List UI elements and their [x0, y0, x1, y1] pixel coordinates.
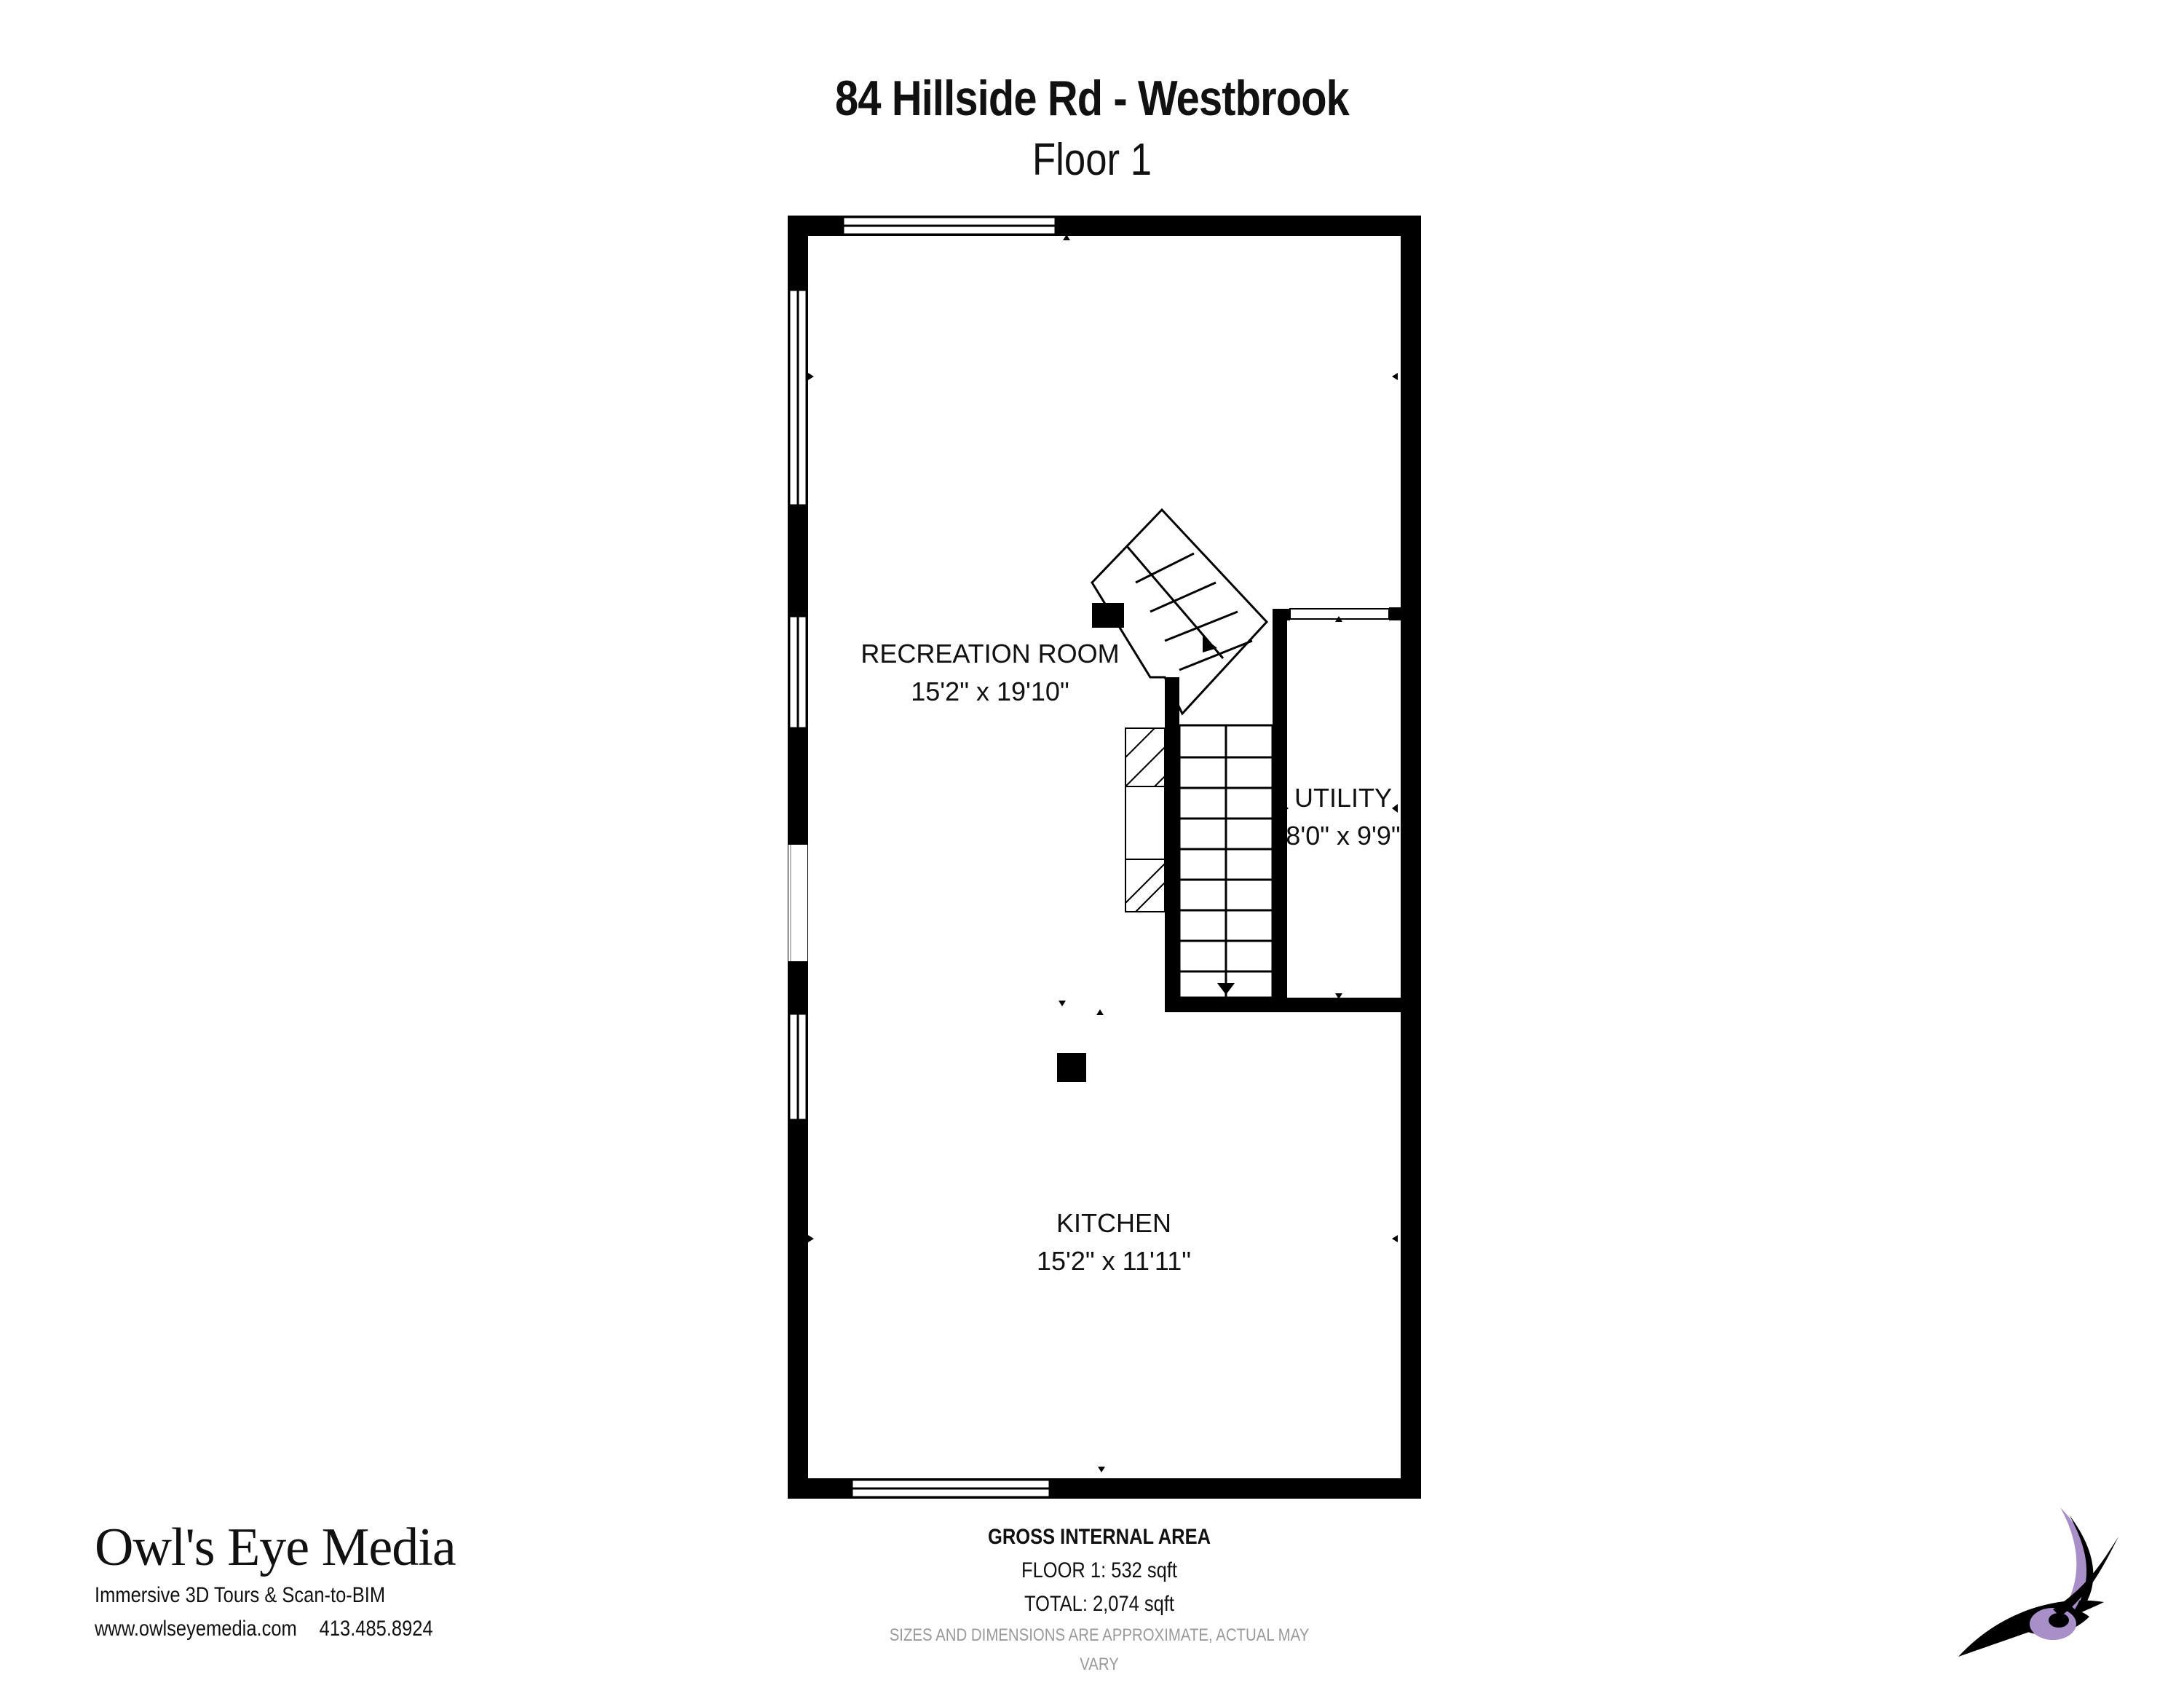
- area-heading: GROSS INTERNAL AREA: [987, 1525, 1211, 1549]
- brand-name: Owl's Eye Media: [95, 1518, 456, 1577]
- room-label-recreation: RECREATION ROOM 15'2" x 19'10": [837, 635, 1143, 711]
- brand-website: www.owlseyemedia.com: [95, 1617, 297, 1641]
- brand-block: Owl's Eye Media Immersive 3D Tours & Sca…: [95, 1516, 493, 1646]
- interior-walls: [1165, 607, 1412, 1012]
- room-dimensions: 15'2" x 19'10": [911, 677, 1069, 706]
- windows: [788, 216, 1057, 1499]
- area-summary: GROSS INTERNAL AREA FLOOR 1: 532 sqft TO…: [844, 1521, 1354, 1679]
- room-label-utility: UTILITY 8'0" x 9'9": [1281, 779, 1405, 855]
- stairs-straight: [1178, 724, 1274, 999]
- column: [1057, 1053, 1086, 1082]
- floor-area: FLOOR 1: 532 sqft: [1021, 1558, 1178, 1582]
- brand-phone: 413.485.8924: [319, 1617, 433, 1641]
- door-opening-left: [788, 845, 807, 961]
- room-dimensions: 15'2" x 11'11": [1036, 1246, 1192, 1276]
- plan-title: 84 Hillside Rd - Westbrook: [835, 71, 1350, 126]
- stairs-winder: [1091, 508, 1269, 716]
- dimension-markers: [808, 234, 1398, 1472]
- room-name: RECREATION ROOM: [860, 639, 1120, 669]
- disclaimer: SIZES AND DIMENSIONS ARE APPROXIMATE, AC…: [889, 1625, 1310, 1674]
- total-area: TOTAL: 2,074 sqft: [1024, 1592, 1174, 1616]
- outer-walls: [788, 216, 1421, 1499]
- floor-label: Floor 1: [1032, 135, 1152, 185]
- brand-tagline: Immersive 3D Tours & Scan-to-BIM: [95, 1583, 386, 1607]
- hatched-fixture: [1125, 727, 1166, 912]
- stairs-arrow-down: [1217, 983, 1235, 995]
- owl-eye-logo-icon: [1958, 1507, 2118, 1657]
- room-label-kitchen: KITCHEN 15'2" x 11'11": [968, 1204, 1259, 1280]
- room-name: KITCHEN: [1056, 1208, 1171, 1238]
- room-name: UTILITY: [1294, 783, 1392, 813]
- brand-contact: www.owlseyemedia.com 413.485.8924: [95, 1612, 433, 1646]
- room-dimensions: 8'0" x 9'9": [1286, 821, 1401, 851]
